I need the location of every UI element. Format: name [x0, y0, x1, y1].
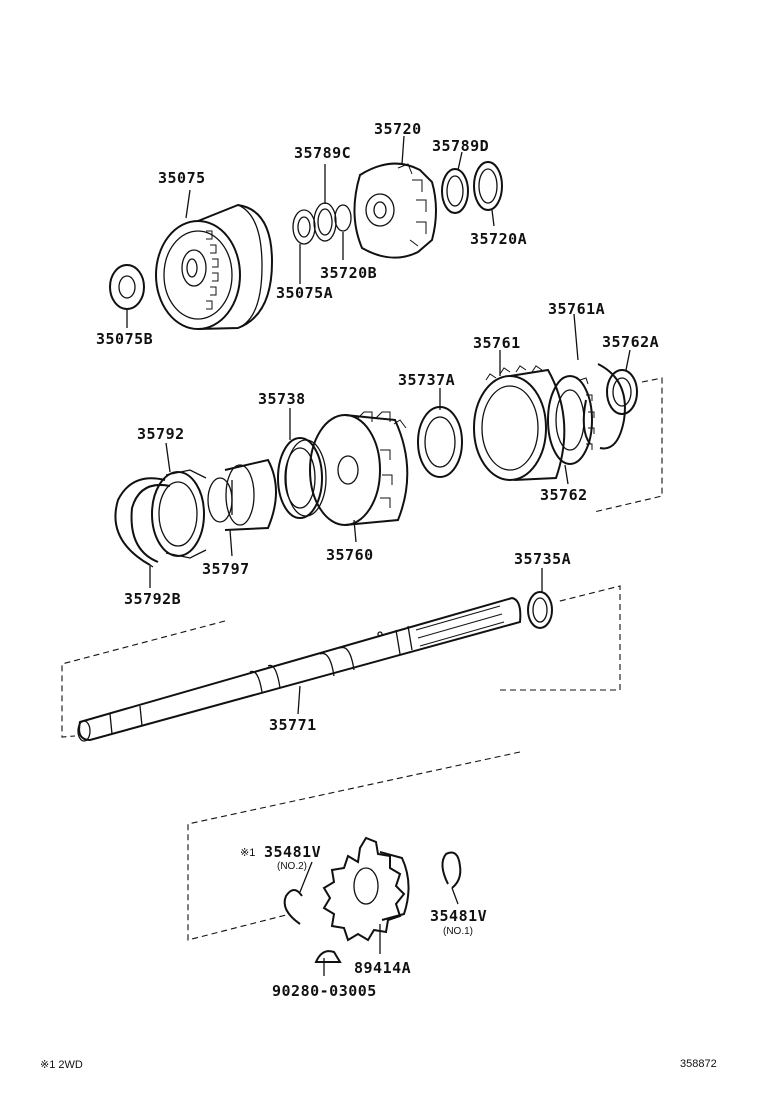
snap-ring-35481V-no2 — [283, 889, 303, 925]
part-label-35789D: 35789D — [432, 137, 490, 155]
part-label-35735A: 35735A — [514, 550, 572, 568]
part-label-35792B: 35792B — [124, 590, 182, 608]
part-label-35075B: 35075B — [96, 330, 154, 348]
washer-35762A — [606, 369, 638, 415]
part-label-35797: 35797 — [202, 560, 250, 578]
part-label-90280-03005: 90280-03005 — [272, 982, 377, 1000]
disc-35737A — [417, 406, 463, 478]
part-label-35761: 35761 — [473, 334, 521, 352]
diagram-id: 358872 — [680, 1058, 717, 1070]
leader-lines — [126, 135, 631, 976]
snap-ring-35481V-no1 — [441, 851, 462, 889]
drum-35760 — [309, 411, 409, 526]
bracket-right — [593, 377, 663, 513]
shaft-35771 — [77, 596, 522, 742]
part-label-35738: 35738 — [258, 390, 306, 408]
gear-89414A — [322, 836, 410, 942]
drum-35075 — [155, 203, 274, 330]
ring-gear-35761 — [473, 365, 566, 481]
washers-35789D-35720A — [441, 161, 503, 214]
bracket-shaft — [61, 585, 621, 738]
ring-35738 — [277, 437, 327, 519]
part-label-35771: 35771 — [269, 716, 317, 734]
part-label-35075: 35075 — [158, 169, 206, 187]
part-label-35789C: 35789C — [294, 144, 352, 162]
hub-35797 — [207, 458, 277, 531]
part-label-35760: 35760 — [326, 546, 374, 564]
gear-35762 — [547, 375, 595, 465]
part-label-35720B: 35720B — [320, 264, 378, 282]
part-label-35792: 35792 — [137, 425, 185, 443]
part-label-35075A: 35075A — [276, 284, 334, 302]
sub-label-no1: (NO.1) — [443, 926, 473, 937]
key-90280-03005 — [314, 950, 342, 963]
part-label-35720A: 35720A — [470, 230, 528, 248]
part-label-35762A: 35762A — [602, 333, 660, 351]
clutch-35792 — [151, 469, 207, 559]
note-mark: ※1 — [240, 847, 256, 859]
part-label-35481V-no1: 35481V — [430, 907, 488, 925]
part-label-35481V-no2: 35481V — [264, 843, 322, 861]
part-label-35720: 35720 — [374, 120, 422, 138]
washer-35075B — [109, 264, 145, 310]
part-label-35737A: 35737A — [398, 371, 456, 389]
ring-35735A — [527, 591, 553, 629]
part-label-35761A: 35761A — [548, 300, 606, 318]
carrier-35720 — [353, 162, 437, 259]
sub-label-no2: (NO.2) — [277, 861, 307, 872]
snap-rings-35792 — [114, 477, 171, 568]
part-label-89414A: 89414A — [354, 959, 412, 977]
rings-35075A-35789C-35720B — [292, 202, 352, 245]
part-label-35762: 35762 — [540, 486, 588, 504]
footer-note: ※1 2WD — [40, 1059, 83, 1071]
